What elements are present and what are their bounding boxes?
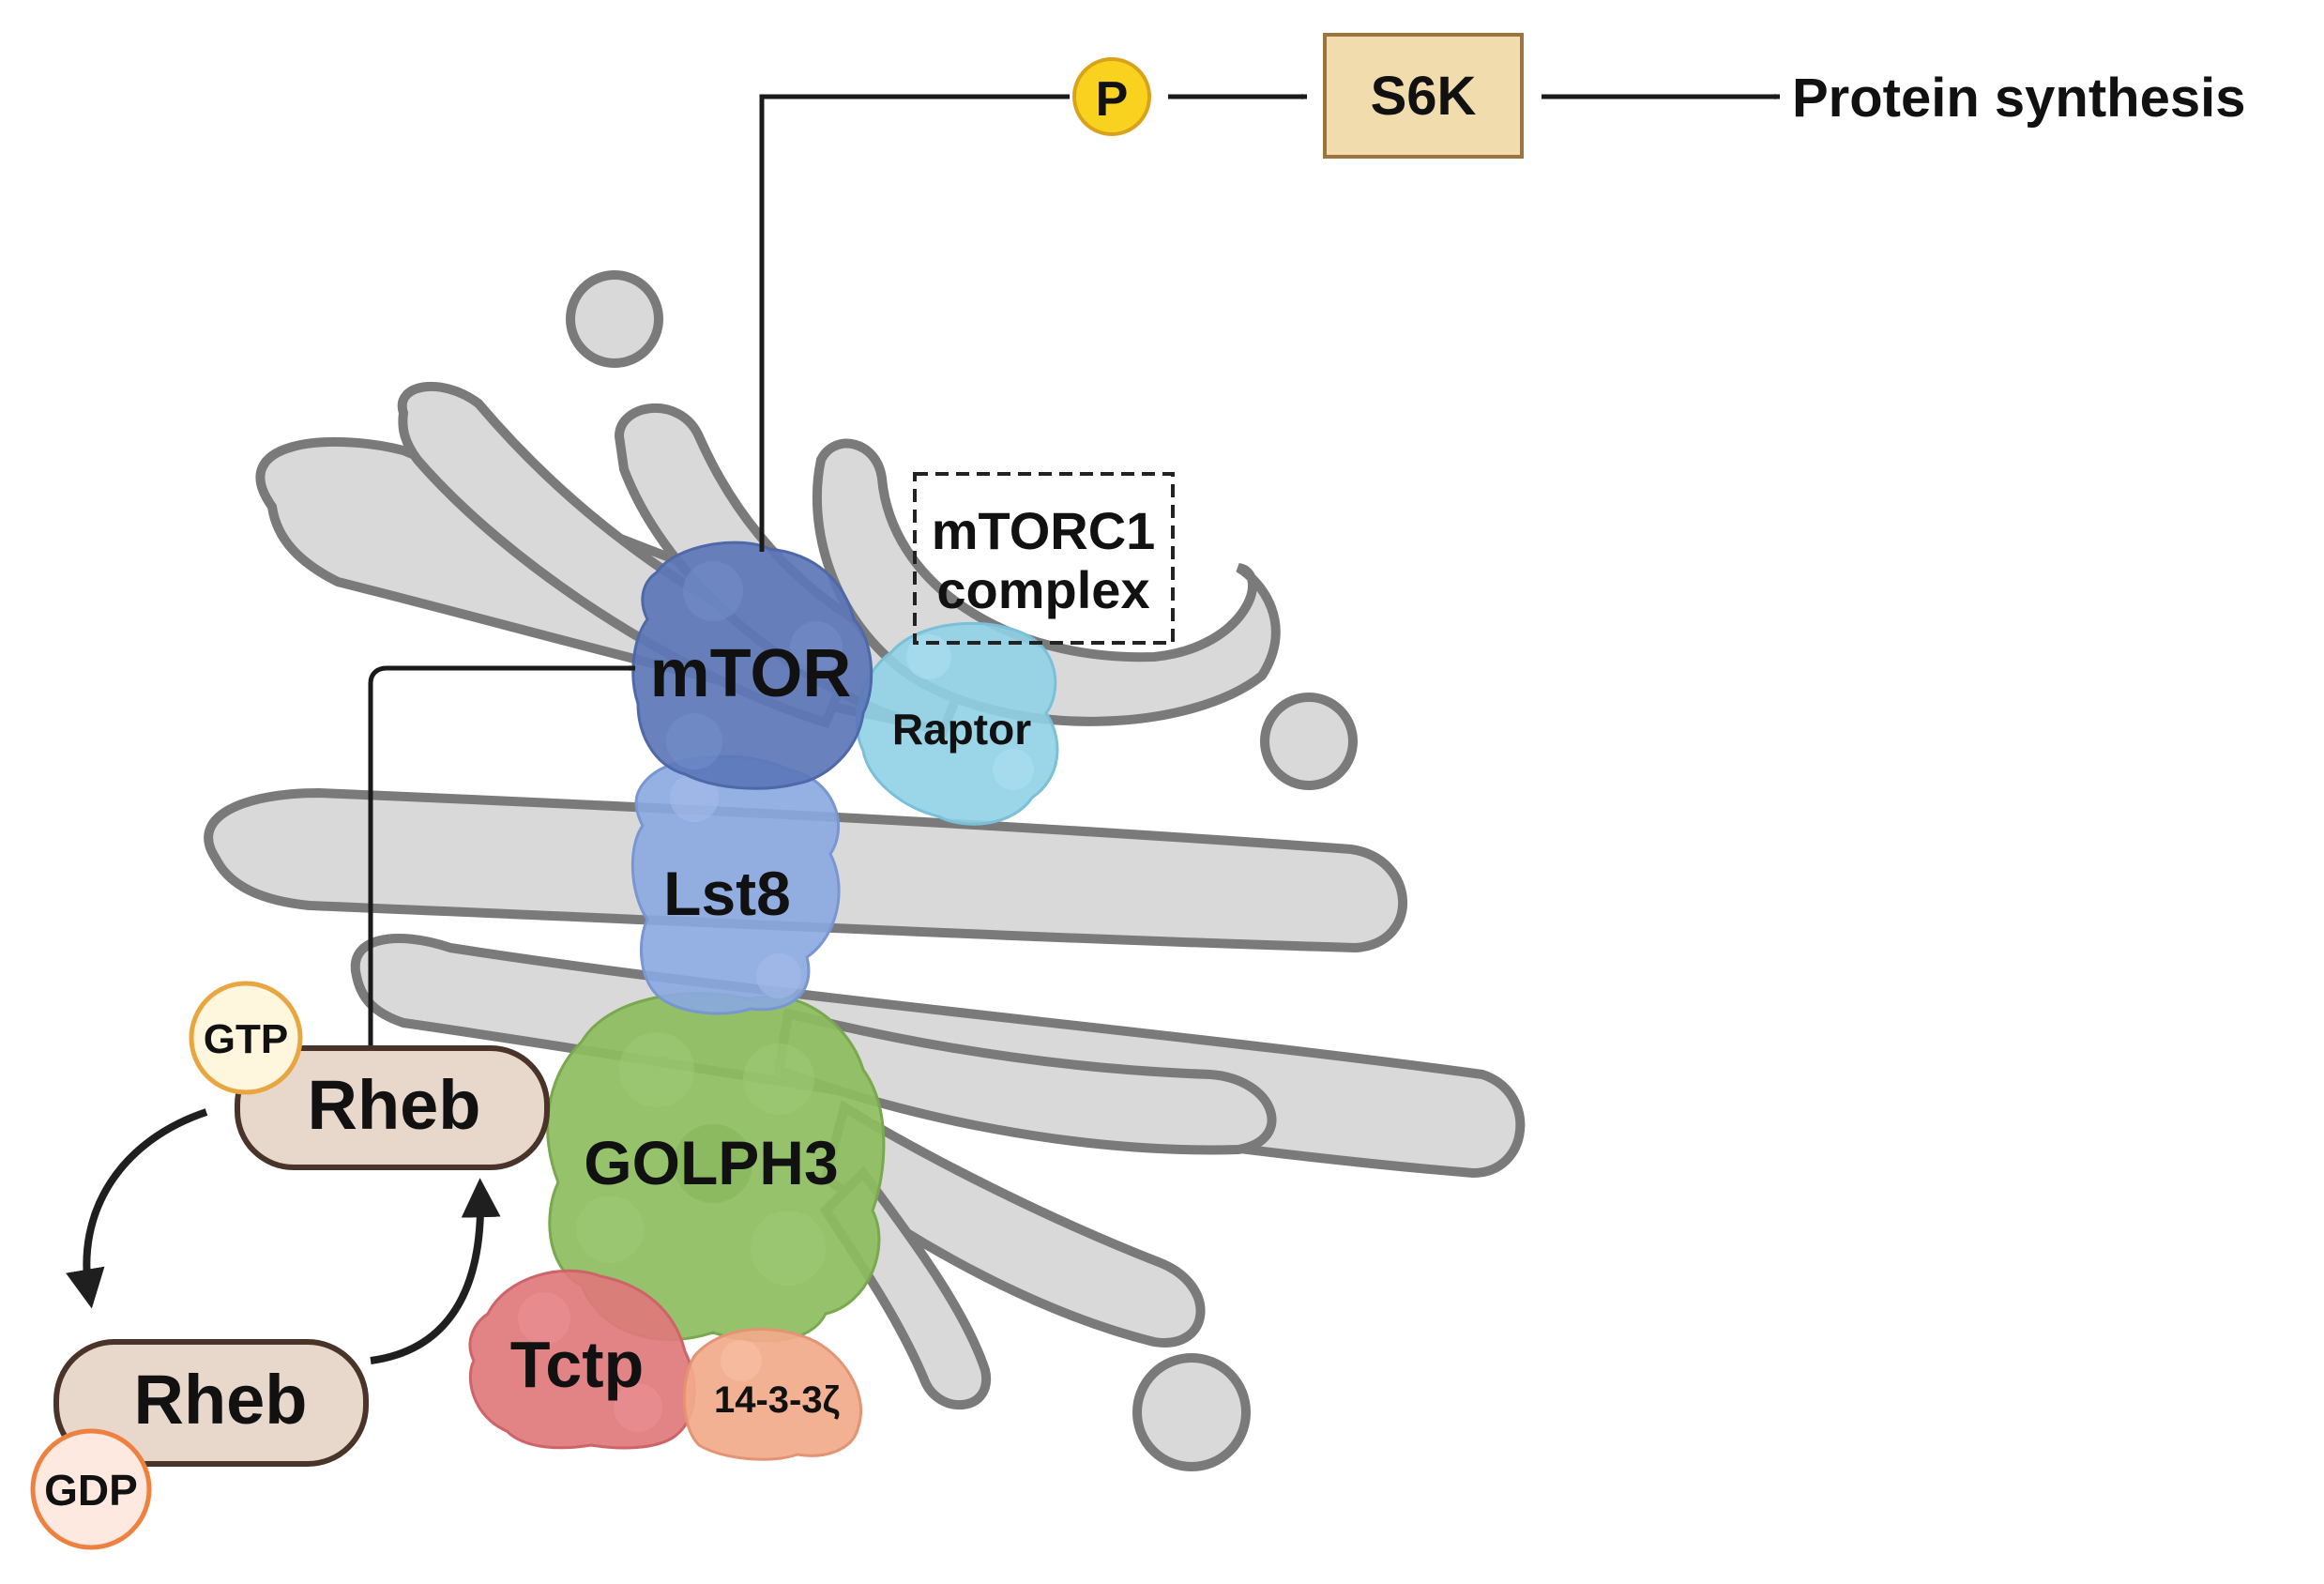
s6k-box: S6K <box>1323 33 1524 159</box>
rheb-cycle-up-arrow <box>370 1178 501 1364</box>
lst8-label: Lst8 <box>663 859 791 928</box>
phosphate-label: P <box>1096 72 1129 127</box>
golgi-vesicle <box>1132 1353 1251 1471</box>
s6k-label: S6K <box>1371 66 1477 127</box>
mtor-to-phospho-arrow <box>759 94 1070 552</box>
rheb-to-mtor-arrow <box>368 665 636 1049</box>
protein-synthesis-label: Protein synthesis <box>1792 68 2245 129</box>
rheb-active-label: Rheb <box>308 1066 481 1144</box>
rheb-gtp: Rheb GTP <box>189 981 550 1170</box>
rheb-cycle-down-arrow <box>66 1108 208 1309</box>
gtp-label: GTP <box>204 1016 288 1062</box>
golgi-vesicle <box>566 270 663 368</box>
gtp-badge <box>189 981 303 1095</box>
golgi-cisterna <box>773 1007 1277 1155</box>
gdp-label: GDP <box>44 1466 138 1515</box>
mtorc1-complex-line1: mTORC1 <box>932 501 1156 560</box>
raptor-protein: Raptor <box>855 621 1059 826</box>
mtor-label: mTOR <box>650 636 852 711</box>
mtorc1-complex-line2: complex <box>936 560 1149 619</box>
gdp-badge <box>30 1428 152 1550</box>
golgi-vesicle <box>1260 693 1358 790</box>
rheb-inactive-label: Rheb <box>134 1361 308 1439</box>
lst8-protein: Lst8 <box>630 754 841 1015</box>
rheb-gdp: Rheb GDP <box>30 1339 369 1550</box>
tctp-protein: Tctp <box>468 1269 696 1450</box>
golgi-cisterna <box>820 1100 1206 1348</box>
14-3-3-zeta-label: 14-3-3ζ <box>714 1379 840 1421</box>
mtor-protein: mTOR <box>631 541 873 790</box>
golph3-label: GOLPH3 <box>584 1128 838 1197</box>
14-3-3-zeta-protein: 14-3-3ζ <box>682 1328 863 1461</box>
golph3-protein: GOLPH3 <box>546 992 886 1343</box>
raptor-label: Raptor <box>892 705 1031 754</box>
phosphate-group: P <box>1072 57 1151 136</box>
tctp-label: Tctp <box>510 1328 645 1401</box>
mtorc1-complex-box: mTORC1 complex <box>913 472 1175 645</box>
